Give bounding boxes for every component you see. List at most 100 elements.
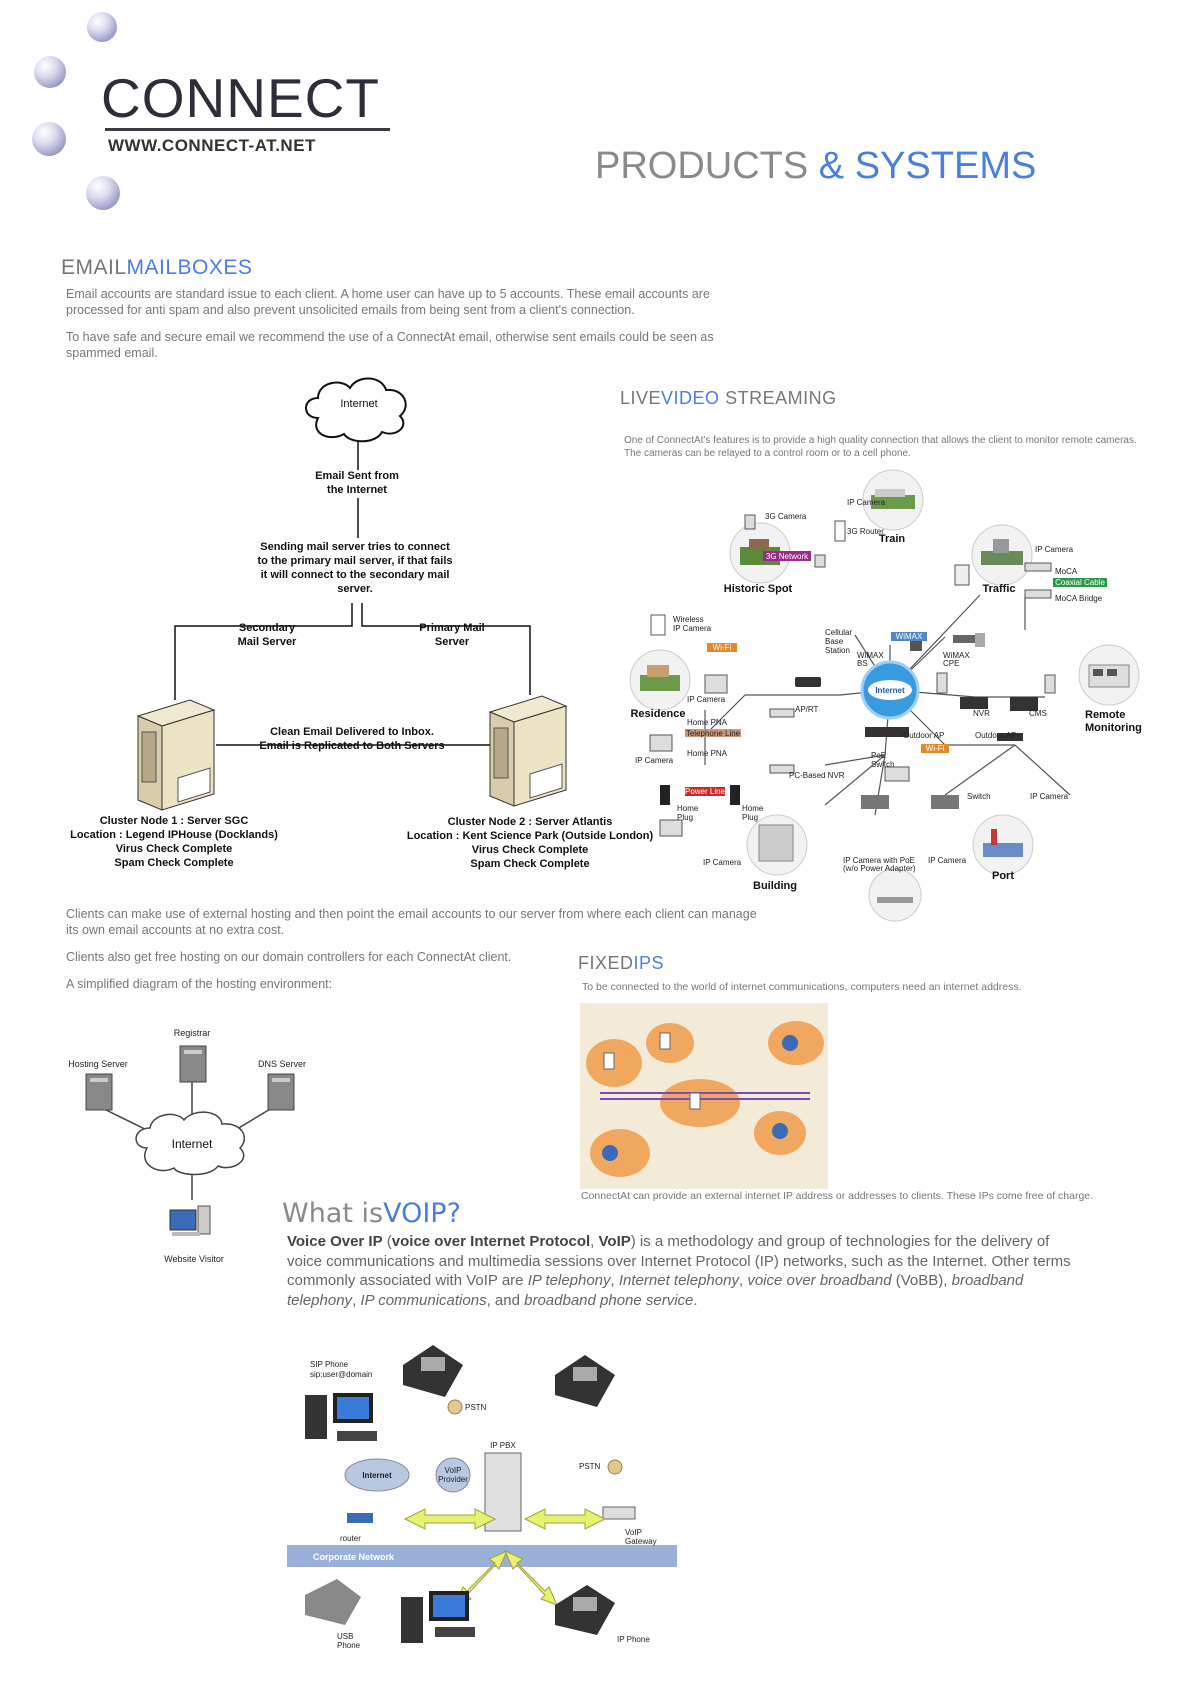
- node2-line3: Virus Check Complete: [472, 844, 589, 856]
- cellular-line1: Cellular: [825, 628, 852, 637]
- mail-server-diagram: Internet Email Sent from the Internet Se…: [70, 377, 653, 870]
- node1-line3: Virus Check Complete: [116, 843, 233, 855]
- primary-server-line2: Server: [435, 636, 470, 648]
- power-line-label: Power Line: [685, 787, 726, 796]
- ip-camera-switch-label: IP Camera: [1030, 792, 1069, 801]
- hosting-internet-cloud-icon: [135, 1111, 245, 1176]
- traffic-label: Traffic: [982, 583, 1015, 595]
- logo-sphere-2: [34, 56, 66, 88]
- email-section-title: EMAILMAILBOXES: [61, 256, 252, 280]
- poe-switch-line1: PoE: [871, 751, 886, 760]
- corporate-network-label: Corporate Network: [313, 1552, 395, 1562]
- node2-line4: Spam Check Complete: [470, 858, 589, 870]
- train-label: Train: [879, 533, 906, 545]
- logo-rule: [105, 128, 390, 131]
- pstn-left-label: PSTN: [465, 1403, 487, 1412]
- residence-label: Residence: [630, 708, 685, 720]
- sip-phone-pc-icon: [305, 1393, 377, 1441]
- voip-text-4: ,: [590, 1233, 599, 1250]
- wifi-left-label: Wi-Fi: [713, 643, 732, 652]
- fixed-title-b: IPS: [633, 953, 665, 973]
- voip-text-16: , and: [486, 1291, 525, 1309]
- mail-internet-label: Internet: [340, 398, 377, 410]
- wimax-bs-line2: BS: [857, 659, 868, 668]
- node1-line1: Cluster Node 1 : Server SGC: [100, 815, 249, 827]
- desk-phone-top-icon: [403, 1345, 463, 1397]
- wifi-right-label: Wi-Fi: [926, 744, 945, 753]
- voip-term-5: Internet telephony: [618, 1272, 739, 1289]
- building-label: Building: [753, 880, 797, 892]
- home-pna-label-2: Home PNA: [687, 749, 728, 758]
- email-paragraph-4: Clients also get free hosting on our dom…: [66, 950, 512, 964]
- page-title-part2: SYSTEMS: [854, 145, 1037, 187]
- hosting-server-label: Hosting Server: [68, 1059, 128, 1069]
- voip-gateway-line2: Gateway: [625, 1537, 657, 1546]
- video-title-c: STREAMING: [725, 388, 837, 408]
- voip-section-title: What isVOIP?: [282, 1198, 461, 1229]
- wimax-cpe-line2: CPE: [943, 659, 959, 668]
- router-label: router: [340, 1534, 361, 1543]
- router-icon: [347, 1513, 373, 1523]
- outdoor-ap-label-1: Outdoor AP: [903, 731, 944, 740]
- voip-paragraph: Voice Over IP (voice over Internet Proto…: [287, 1232, 1087, 1310]
- voip-text-8: ,: [610, 1272, 619, 1289]
- wireless-cam-line2: IP Camera: [673, 624, 712, 633]
- node1-line4: Spam Check Complete: [114, 857, 233, 869]
- fixed-paragraph-1: To be connected to the world of internet…: [582, 981, 1022, 993]
- registrar-label: Registrar: [174, 1028, 211, 1038]
- hosting-server-icon: [85, 1073, 113, 1111]
- voip-gateway-icon: [602, 1506, 636, 1520]
- voip-provider-line1: VoIP: [445, 1466, 462, 1475]
- coax-label: Coaxial Cable: [1055, 578, 1105, 587]
- home-pna-label-1: Home PNA: [687, 718, 728, 727]
- voip-term-3: VoIP: [598, 1233, 631, 1250]
- voip-term-7: broadband telephony: [287, 1272, 1024, 1309]
- moca-label: MoCA: [1055, 567, 1078, 576]
- ip-camera-building-label: IP Camera: [703, 858, 742, 867]
- clean-email-line2: Email is Replicated to Both Servers: [259, 740, 444, 752]
- remote-monitoring-icon: [1078, 644, 1140, 706]
- usb-phone-line1: USB: [337, 1632, 353, 1641]
- moca-bridge-label: MoCA Bridge: [1055, 594, 1103, 603]
- home-plug-right-line2: Plug: [742, 813, 758, 822]
- voip-term-6: voice over broadband: [747, 1272, 892, 1289]
- sending-line3: it will connect to the secondary mail: [261, 569, 450, 581]
- nvr-label: NVR: [973, 709, 990, 718]
- email-paragraph-2: To have safe and secure email we recomme…: [66, 330, 714, 360]
- desk-phone-right-icon: [555, 1355, 615, 1407]
- port-label: Port: [992, 870, 1014, 882]
- email-paragraph-3: Clients can make use of external hosting…: [66, 907, 757, 937]
- voip-term-1: Voice Over IP: [287, 1233, 383, 1250]
- train-scene-icon: [862, 469, 924, 531]
- internet-cloud-icon: [305, 377, 407, 443]
- poe-cam-line2: (w/o Power Adapter): [843, 864, 916, 873]
- primary-server-line1: Primary Mail: [419, 622, 484, 634]
- home-plug-left-line1: Home: [677, 804, 699, 813]
- traffic-scene-icon: [971, 524, 1033, 586]
- voip-provider-icon: [435, 1457, 471, 1493]
- port-scene-icon: [972, 814, 1034, 876]
- dns-server-icon: [267, 1073, 295, 1111]
- node1-line2: Location : Legend IPHouse (Docklands): [70, 829, 278, 841]
- ip-camera-top-label: IP Camera: [847, 498, 886, 507]
- server-atlantis-icon: [488, 695, 568, 807]
- ip-phone-icon: [555, 1585, 615, 1635]
- sending-line1: Sending mail server tries to connect: [260, 541, 450, 553]
- device-icons: [649, 514, 1056, 837]
- logo-sphere-3: [32, 122, 66, 156]
- switch-label: Switch: [967, 792, 991, 801]
- usb-phone-icon: [305, 1579, 361, 1625]
- home-plug-left-line2: Plug: [677, 813, 693, 822]
- voip-internet-label: Internet: [362, 1471, 392, 1480]
- logo-wordmark: CONNECT: [101, 67, 380, 129]
- wimax-cpe-line1: WiMAX: [943, 651, 970, 660]
- voip-gateway-line1: VoIP: [625, 1528, 642, 1537]
- video-paragraph-1: One of ConnectAt's features is to provid…: [624, 435, 1137, 446]
- sip-phone-line1: SIP Phone: [310, 1360, 349, 1369]
- email-title-a: EMAIL: [61, 256, 127, 279]
- ap-rt-label: AP/RT: [795, 705, 819, 714]
- video-section-title: LIVEVIDEO STREAMING: [620, 388, 837, 409]
- sending-line2: to the primary mail server, if that fail…: [257, 555, 452, 567]
- dns-server-label: DNS Server: [258, 1059, 306, 1069]
- remote-monitoring-line2: Monitoring: [1085, 722, 1142, 734]
